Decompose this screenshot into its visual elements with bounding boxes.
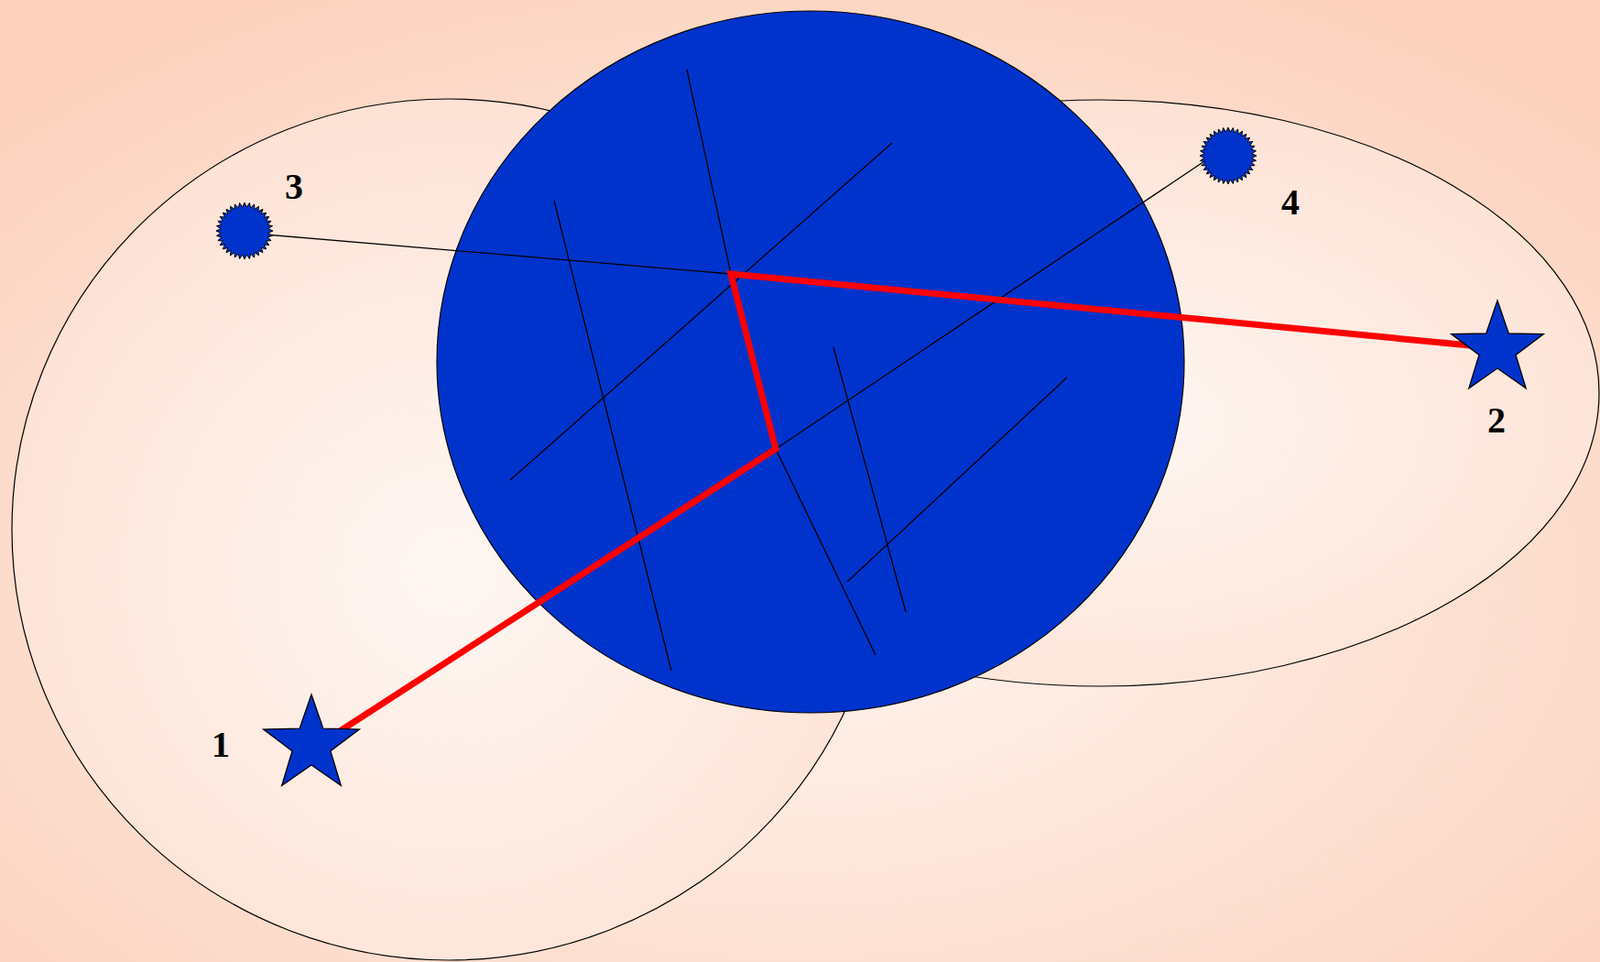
callout-number: 3 (284, 168, 304, 206)
central-disc (436, 10, 1185, 713)
callout-number: 2 (1487, 402, 1506, 439)
callout-number: 4 (1281, 184, 1300, 221)
thin-lines (244, 69, 1205, 671)
sun-symbol (1199, 127, 1257, 185)
star-symbol (263, 694, 360, 786)
red-path (337, 273, 1490, 733)
star-symbol (1451, 300, 1545, 389)
sun-symbol (216, 202, 273, 260)
callout-number: 1 (211, 726, 230, 763)
